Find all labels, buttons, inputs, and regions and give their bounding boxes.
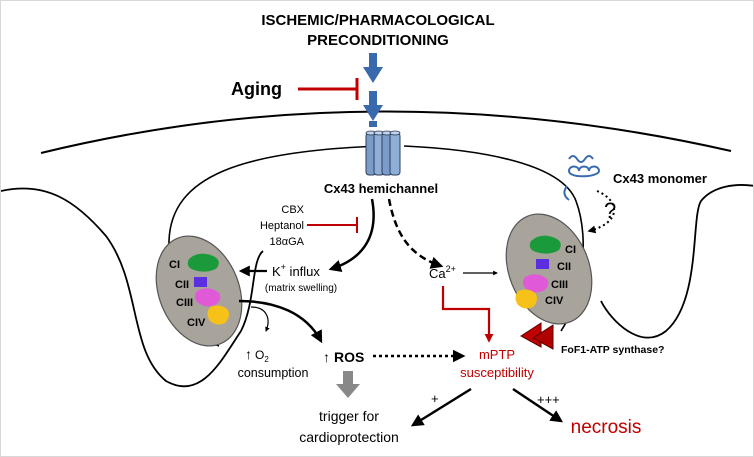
arrow-ros-to-trigger	[336, 371, 360, 398]
inhibitor-heptanol: Heptanol	[260, 220, 304, 232]
monomer-label: Cx43 monomer	[613, 171, 707, 186]
k-influx-label: K+ influx	[272, 262, 320, 279]
consumption-label: consumption	[238, 366, 309, 380]
matrix-swelling-label: (matrix swelling)	[265, 283, 337, 294]
cii-label-left: CII	[175, 279, 189, 291]
arrow-to-ros	[238, 299, 323, 344]
cell-membrane	[40, 110, 732, 154]
ci-label-left: CI	[169, 259, 180, 271]
aging-label: Aging	[231, 79, 282, 99]
susceptibility-label: susceptibility	[460, 365, 534, 380]
cx43-monomer-icon	[563, 155, 601, 201]
question-mark: ?	[604, 198, 616, 223]
ciii-label-left: CIII	[176, 297, 193, 309]
complexes-left: CI CII CIII CIV	[169, 253, 229, 329]
preconditioning-arrow-top	[363, 53, 383, 83]
complexes-right: CI CII CIII CIV	[515, 235, 576, 309]
ros-label: ↑ROS	[323, 349, 364, 365]
arrow-to-calcium	[387, 198, 444, 269]
ci-shape-right	[529, 235, 561, 254]
trigger-line1: trigger for	[319, 408, 379, 424]
civ-shape-right	[515, 289, 537, 309]
preconditioning-arrow-bottom	[363, 91, 383, 121]
plus3-label: +++	[537, 392, 560, 407]
plus-label: +	[431, 391, 439, 406]
ci-shape-left	[187, 253, 219, 272]
title-line1: ISCHEMIC/PHARMACOLOGICAL	[261, 12, 494, 29]
preconditioning-arrow-channel	[369, 121, 377, 127]
trigger-line2: cardioprotection	[299, 429, 399, 445]
inhibitor-cbx: CBX	[281, 204, 304, 216]
arrow-mptp-to-necrosis	[512, 387, 564, 423]
cii-label-right: CII	[557, 261, 571, 273]
calcium-label: Ca2+	[429, 264, 456, 281]
arrow-mptp-to-trigger	[410, 387, 472, 427]
mptp-label: mPTP	[479, 347, 515, 362]
ciii-label-right: CIII	[551, 279, 568, 291]
fof1-label: FoF1-ATP synthase?	[561, 344, 664, 356]
hemichannel-label: Cx43 hemichannel	[324, 181, 438, 196]
cii-shape-left	[194, 277, 207, 287]
fof1-atp-synthase-icon	[520, 322, 554, 350]
necrosis-label: necrosis	[571, 417, 642, 438]
civ-shape-left	[207, 305, 229, 325]
inhibitor-18aga: 18αGA	[270, 236, 305, 248]
ciii-shape-right	[523, 274, 549, 293]
arrow-to-k-influx	[328, 198, 375, 272]
cell-outline	[1, 184, 753, 388]
cx43-hemichannel-icon	[365, 130, 401, 176]
ci-label-right: CI	[565, 244, 576, 256]
arrow-monomer-to-mito	[587, 190, 616, 234]
arrow-ca-to-mptp	[441, 286, 494, 343]
ciii-shape-left	[195, 288, 221, 307]
title-line2: PRECONDITIONING	[307, 32, 449, 49]
civ-label-right: CIV	[545, 295, 564, 307]
cii-shape-right	[536, 259, 549, 269]
civ-label-left: CIV	[187, 317, 206, 329]
o2-label: ↑O2	[245, 346, 269, 364]
arrow-to-o2	[250, 306, 270, 332]
